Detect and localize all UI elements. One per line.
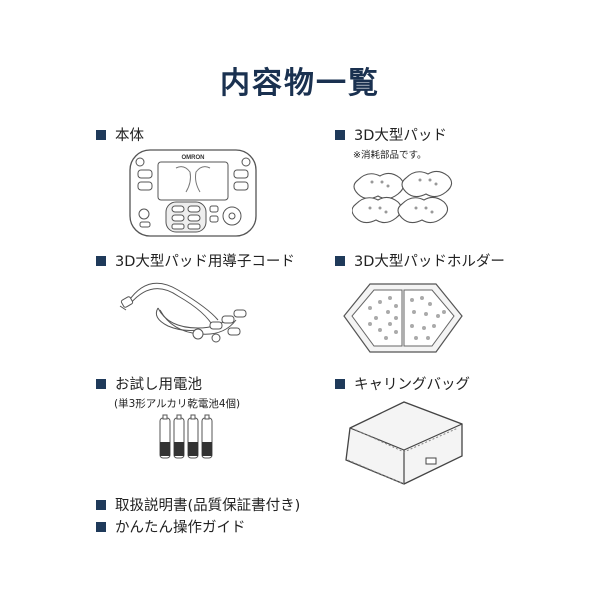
- batteries-illustration: [158, 414, 218, 460]
- bullet-square: [335, 129, 345, 140]
- section-guide: かんたん操作ガイド: [96, 516, 246, 537]
- bullet-square: [335, 255, 345, 266]
- section-label: キャリングバッグ: [354, 377, 470, 393]
- section-main-unit: 本体: [96, 124, 144, 145]
- bag-illustration: [342, 398, 466, 486]
- bullet-square: [96, 255, 106, 266]
- section-note: (単3形アルカリ乾電池4個): [114, 398, 241, 410]
- pads-illustration: [352, 168, 462, 230]
- bullet-square: [96, 499, 106, 510]
- section-manual: 取扱説明書(品質保証書付き): [96, 494, 300, 515]
- section-label: 3D大型パッド用導子コード: [115, 254, 295, 270]
- section-batteries: お試し用電池 (単3形アルカリ乾電池4個): [96, 373, 240, 411]
- section-label: 本体: [115, 128, 144, 144]
- section-bag: キャリングバッグ: [335, 373, 470, 394]
- section-label: お試し用電池: [115, 377, 202, 393]
- bullet-square: [96, 521, 106, 532]
- bullet-square: [335, 378, 345, 389]
- page-title: 内容物一覧: [220, 66, 380, 101]
- section-note: ※消耗部品です。: [353, 150, 427, 161]
- bullet-square: [96, 378, 106, 389]
- section-holder: 3D大型パッドホルダー: [335, 250, 505, 271]
- bullet-square: [96, 129, 106, 140]
- section-label: 取扱説明書(品質保証書付き): [115, 498, 301, 514]
- section-label: かんたん操作ガイド: [115, 520, 246, 536]
- main-unit-illustration: OMRON: [128, 148, 258, 238]
- section-pads: 3D大型パッド ※消耗部品です。: [335, 124, 447, 161]
- holder-illustration: [340, 280, 466, 356]
- section-label: 3D大型パッド: [354, 128, 447, 144]
- brand-logo: OMRON: [182, 155, 205, 161]
- section-cord: 3D大型パッド用導子コード: [96, 250, 295, 271]
- cord-illustration: [118, 278, 258, 350]
- section-label: 3D大型パッドホルダー: [354, 254, 505, 270]
